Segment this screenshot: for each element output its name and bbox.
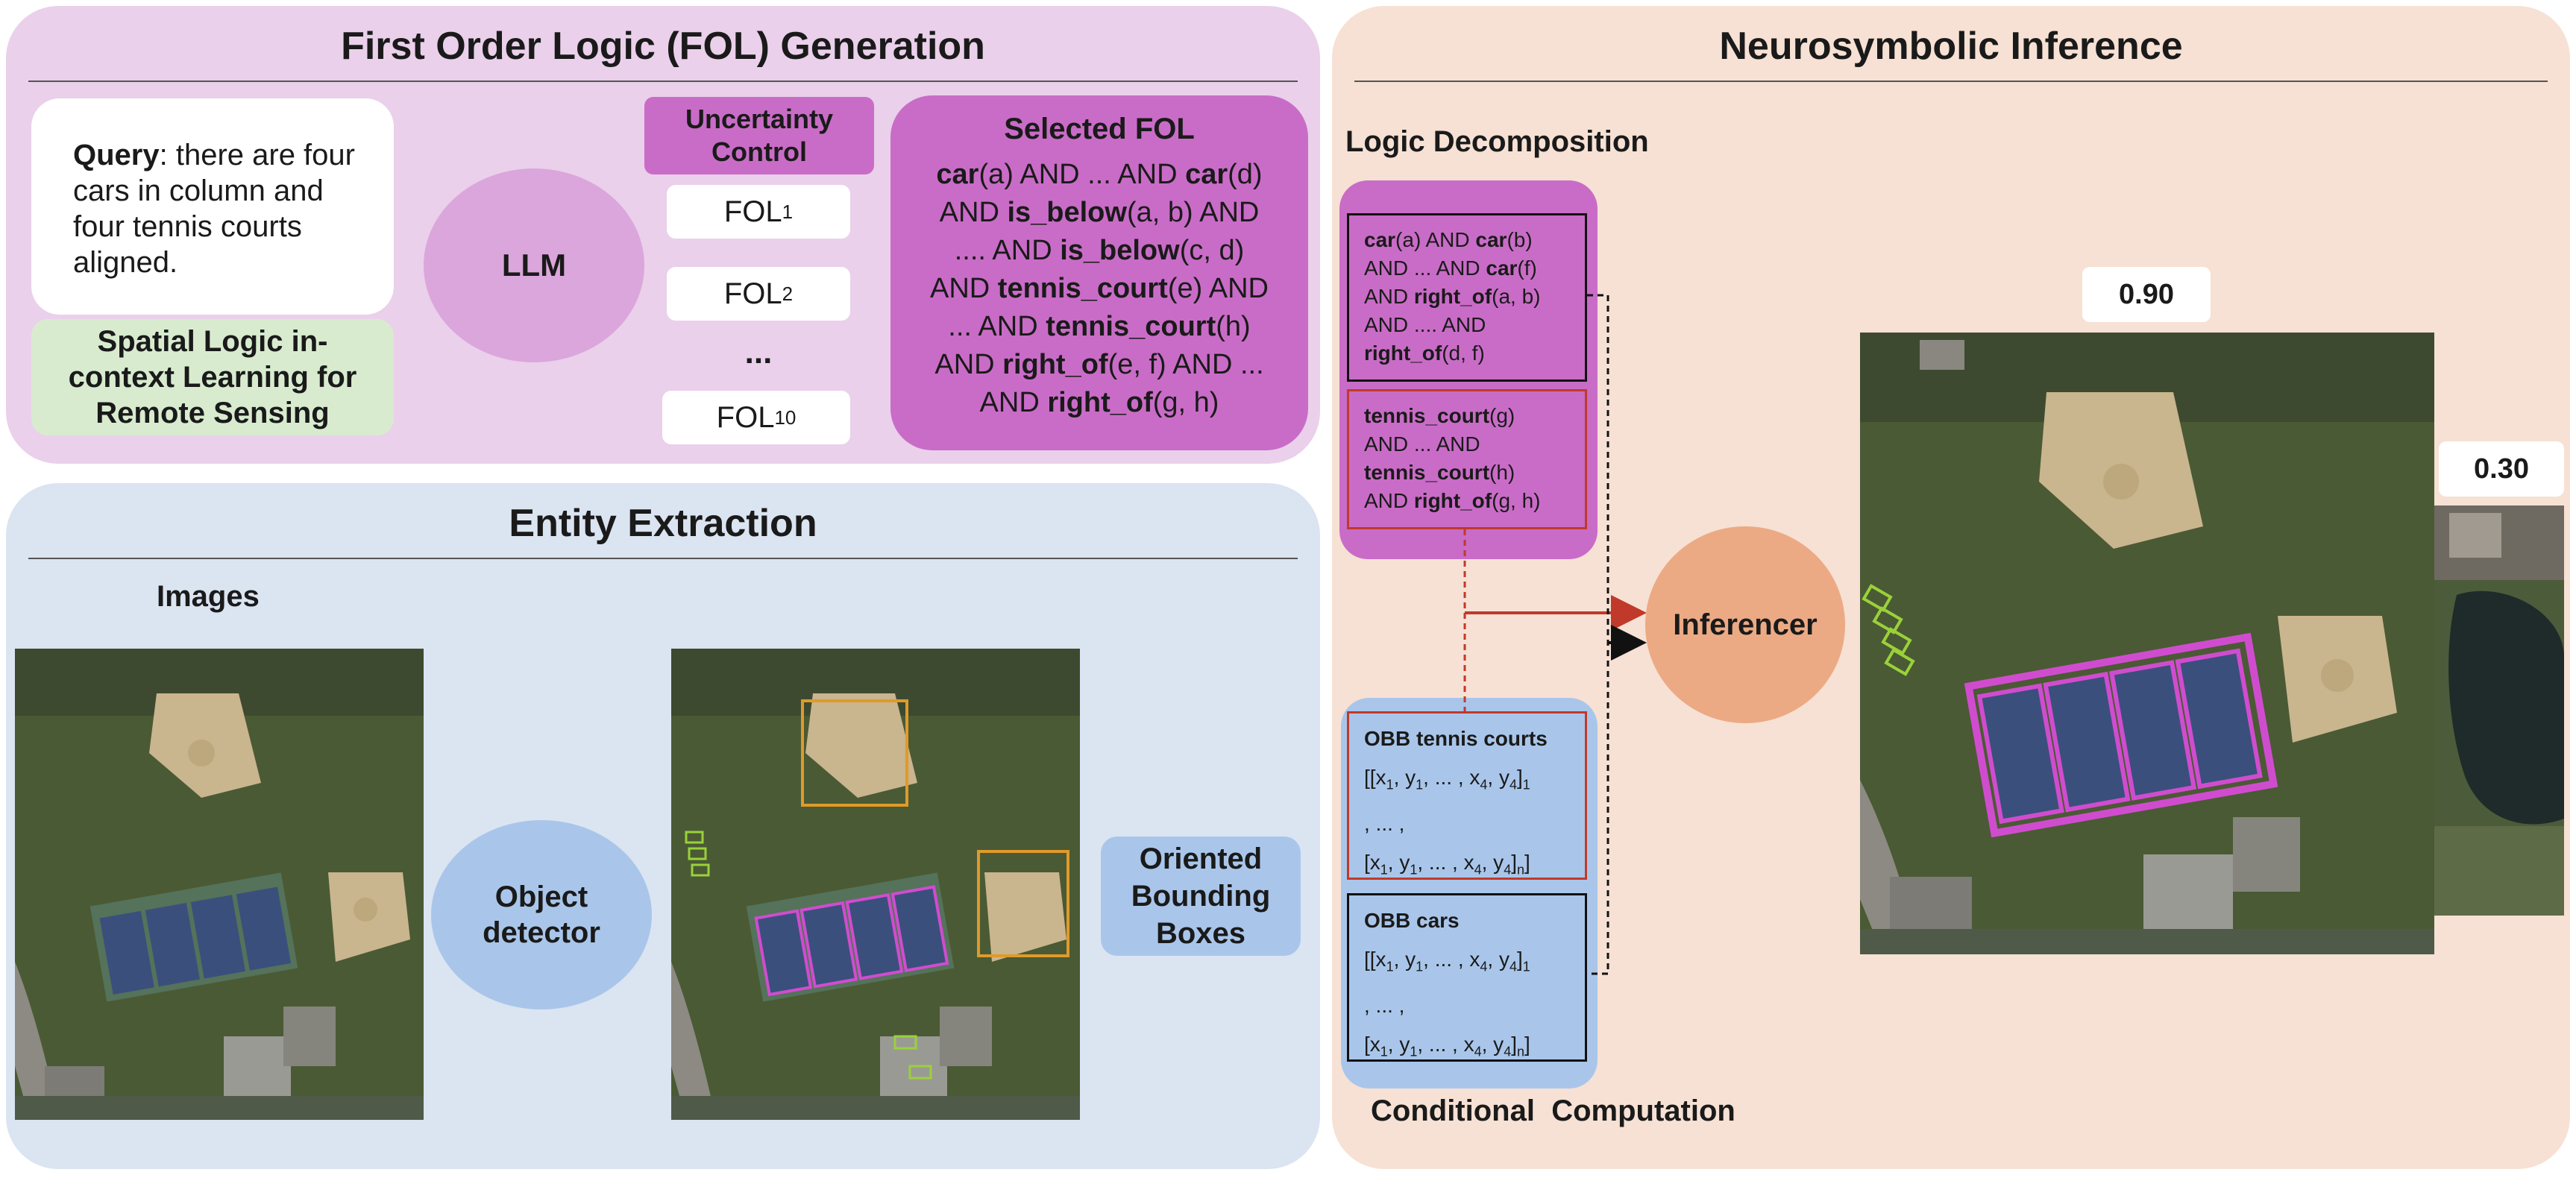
courts-logic-line: tennis_court(h) — [1364, 461, 1515, 484]
fol-panel-divider — [28, 81, 1298, 82]
aerial-image-low-score-drawing — [2434, 505, 2564, 916]
score-high-badge: 0.90 — [2082, 267, 2211, 322]
selected-fol-line: AND right_of(e, f) AND ... — [934, 349, 1264, 380]
selected-fol-title: Selected FOL — [1004, 113, 1195, 145]
llm-ellipse: LLM — [424, 168, 644, 362]
selected-fol-line: car(a) AND ... AND car(d) — [936, 159, 1263, 190]
courts-logic-line: AND right_of(g, h) — [1364, 489, 1541, 512]
images-label: Images — [157, 580, 260, 613]
courts-logic-line: AND ... AND — [1364, 432, 1480, 456]
obb-cars-title: OBB cars — [1364, 909, 1460, 932]
cars-logic-line: right_of(d, f) — [1364, 341, 1485, 365]
aerial-image-raw — [15, 649, 424, 1120]
query-box: Query: there are four cars in column and… — [31, 98, 394, 315]
aerial-image-high-score — [1860, 333, 2434, 954]
selected-fol-line: AND right_of(g, h) — [979, 387, 1219, 418]
inference-panel-title: Neurosymbolic Inference — [1719, 25, 2183, 68]
obb-cars-box: OBB cars [[x1, y1, ... , x4, y4]1 , ... … — [1347, 893, 1587, 1062]
selected-fol-line: AND tennis_court(e) AND — [930, 273, 1269, 304]
fol-generation-panel: First Order Logic (FOL) Generation Query… — [6, 6, 1320, 464]
object-detector-ellipse: Object detector — [431, 820, 652, 1010]
query-text: : there are four cars in column and four… — [73, 139, 355, 279]
aerial-image-low-score — [2434, 505, 2564, 916]
obb-courts-box: OBB tennis courts [[x1, y1, ... , x4, y4… — [1347, 711, 1587, 880]
obb-courts-title: OBB tennis courts — [1364, 727, 1548, 750]
selected-fol-line: .... AND is_below(c, d) — [954, 235, 1245, 266]
selected-fol-box: Selected FOL car(a) AND ... AND car(d) AN… — [890, 95, 1308, 450]
score-low-badge: 0.30 — [2439, 441, 2564, 497]
inferencer-ellipse: Inferencer — [1645, 526, 1845, 723]
query-label: Query — [73, 139, 160, 171]
courts-logic-box: tennis_court(g) AND ... AND tennis_court(h… — [1347, 389, 1587, 529]
uncertainty-control: Uncertainty Control — [644, 97, 874, 174]
aerial-image-detected-drawing — [671, 649, 1080, 1120]
aerial-image-high-score-drawing — [1860, 333, 2434, 954]
entity-panel-title: Entity Extraction — [509, 502, 817, 545]
llm-label: LLM — [501, 248, 567, 283]
obb-courts-line-3: [x1, y1, ... , x4, y4]n] — [1364, 850, 1530, 878]
selected-fol-lines: car(a) AND ... AND car(d) AND is_below(a,… — [890, 156, 1308, 422]
obb-courts-line-1: [[x1, y1, ... , x4, y4]1 — [1364, 766, 1530, 793]
cars-logic-box: car(a) AND car(b) AND ... AND car(f) AND r… — [1347, 213, 1587, 382]
selected-fol-line: AND is_below(a, b) AND — [939, 197, 1260, 228]
cars-logic-line: AND ... AND car(f) — [1364, 256, 1537, 280]
aerial-image-detected — [671, 649, 1080, 1120]
cars-logic-line: AND .... AND — [1364, 313, 1486, 336]
fol-panel-title: First Order Logic (FOL) Generation — [341, 25, 985, 68]
cars-logic-line: AND right_of(a, b) — [1364, 285, 1541, 308]
obb-label-box: Oriented Bounding Boxes — [1101, 837, 1301, 956]
uncertainty-label: Uncertainty Control — [685, 104, 834, 167]
obb-cars-line-2: , ... , — [1364, 993, 1405, 1017]
icl-box: Spatial Logic in-context Learning for Re… — [31, 319, 394, 435]
obb-courts-line-2: , ... , — [1364, 811, 1405, 835]
entity-extraction-panel: Entity Extraction Images Object detector — [6, 483, 1320, 1169]
object-detector-label: Object detector — [483, 881, 600, 949]
cars-dashed-link — [1587, 294, 1609, 975]
logic-decomposition-box — [1339, 180, 1598, 559]
icl-label: Spatial Logic in-context Learning for Re… — [68, 325, 357, 429]
fol-ellipsis: ... — [744, 334, 773, 371]
cars-logic-line: car(a) AND car(b) — [1364, 228, 1533, 251]
obb-cars-line-3: [x1, y1, ... , x4, y4]n] — [1364, 1032, 1530, 1059]
obb-cars-line-1: [[x1, y1, ... , x4, y4]1 — [1364, 948, 1530, 974]
selected-fol-line: ... AND tennis_court(h) — [948, 311, 1251, 342]
logic-decomposition-label: Logic Decomposition — [1345, 125, 1649, 158]
aerial-image-raw-drawing — [15, 649, 424, 1120]
inference-panel-divider — [1354, 81, 2548, 82]
conditional-computation-label: Conditional Computation — [1371, 1094, 1735, 1127]
obb-label: Oriented Bounding Boxes — [1131, 842, 1271, 950]
inferencer-label: Inferencer — [1673, 608, 1818, 641]
courts-logic-line: tennis_court(g) — [1364, 404, 1515, 427]
entity-panel-divider — [28, 558, 1298, 559]
